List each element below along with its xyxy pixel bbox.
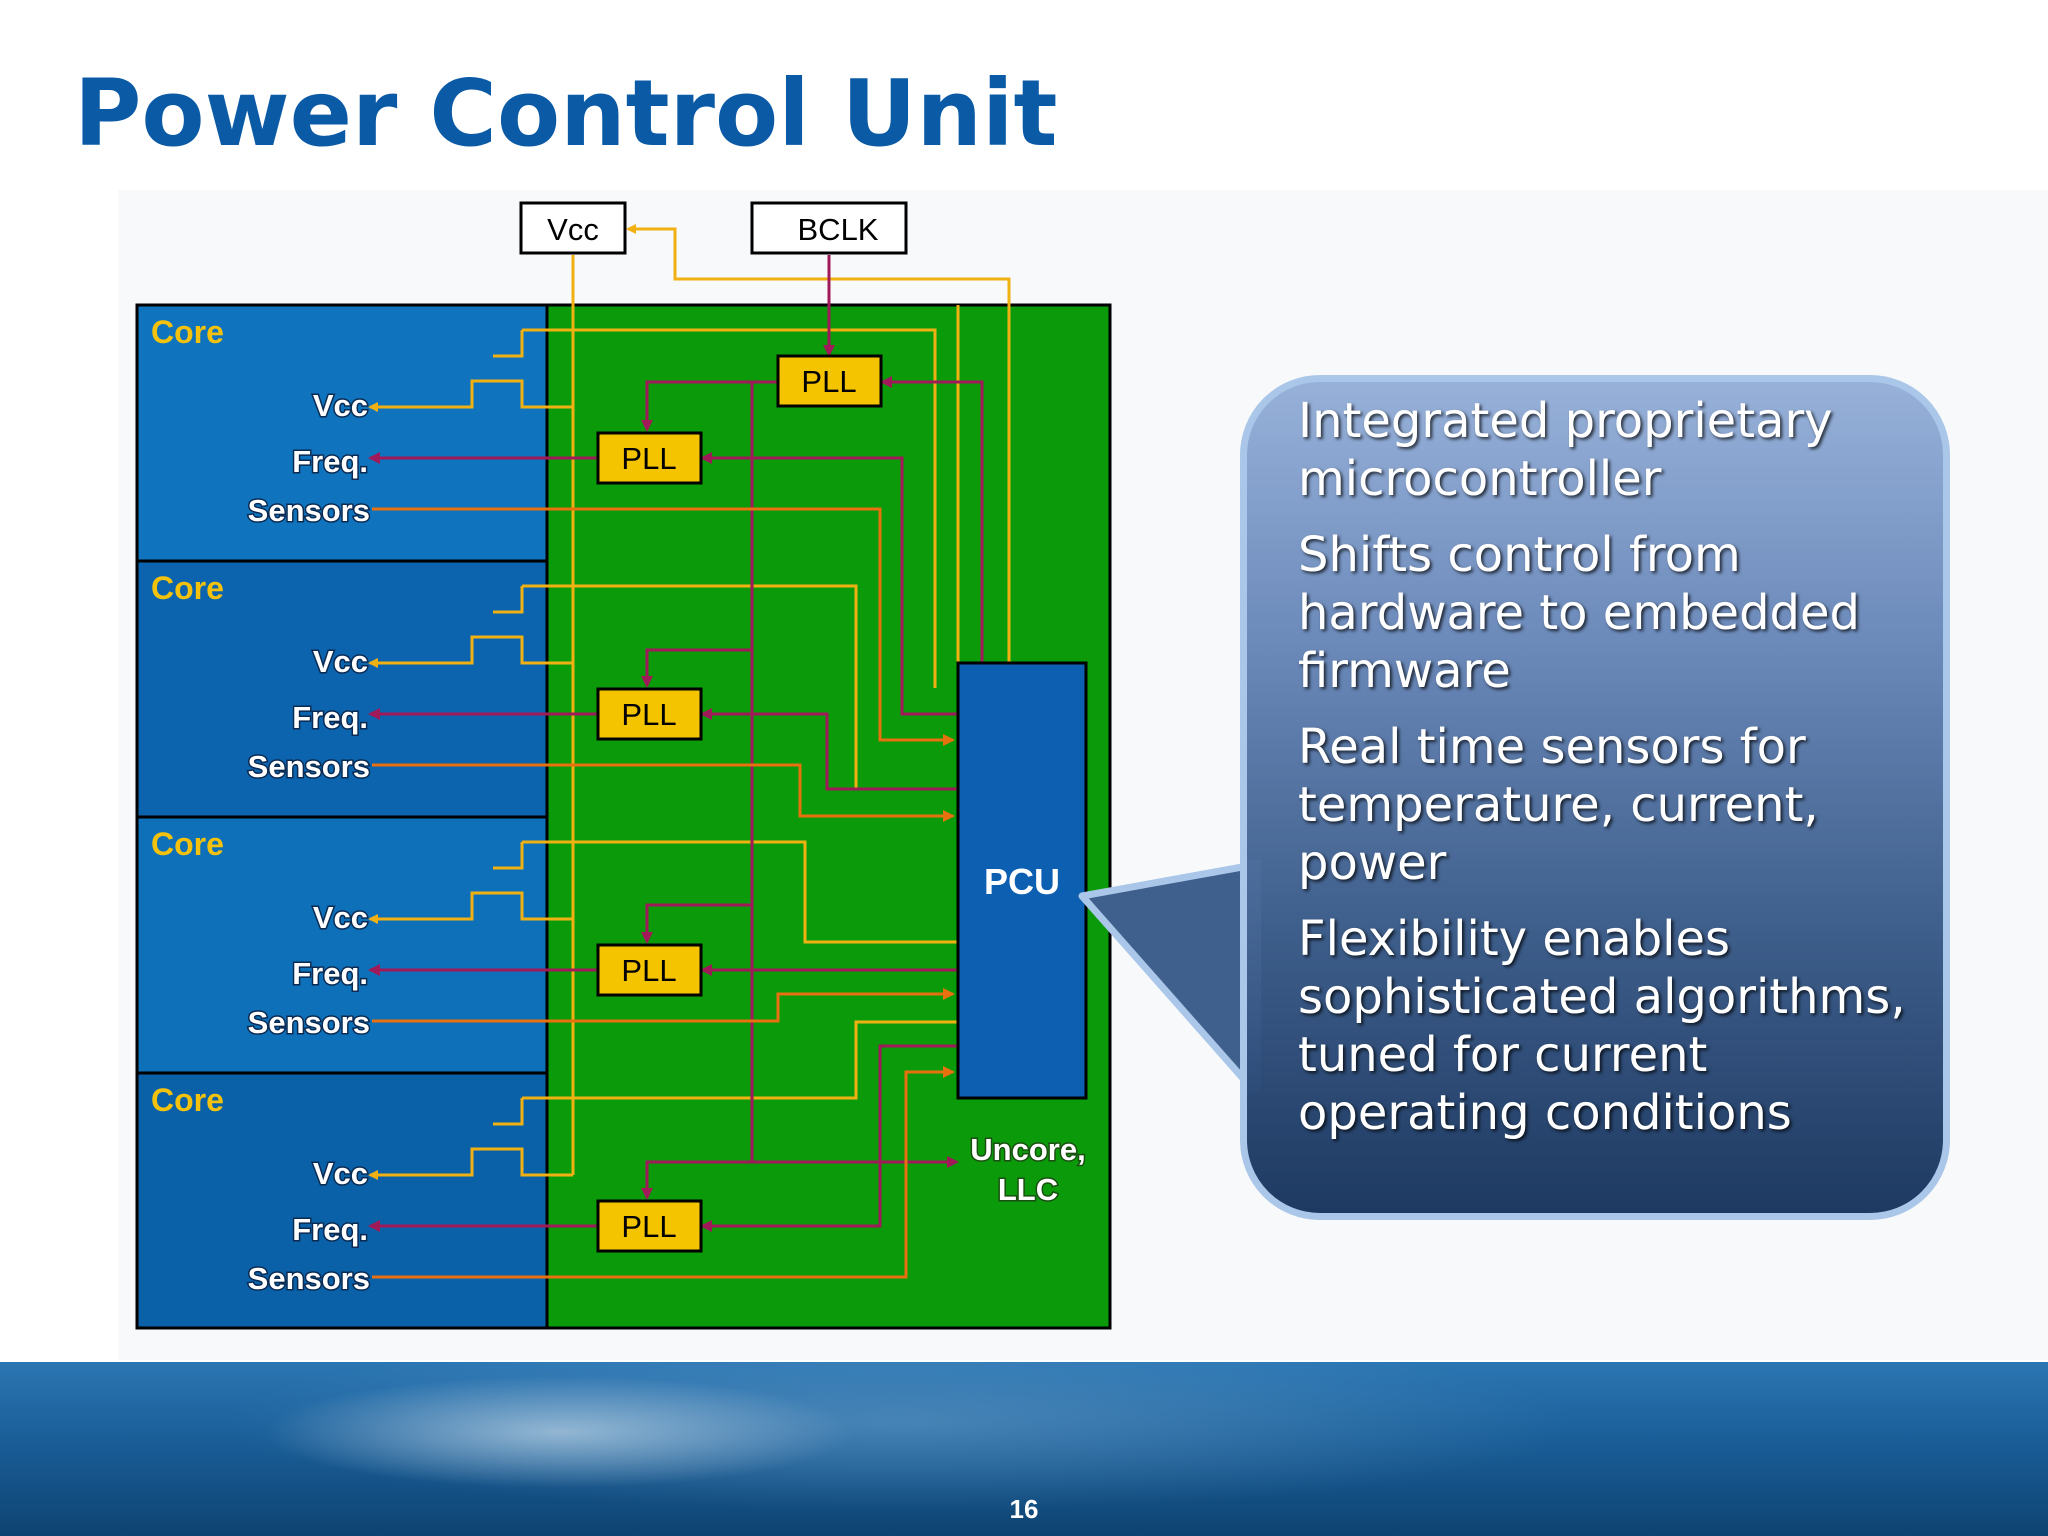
svg-text:PLL: PLL xyxy=(621,1209,676,1244)
core-block-3 xyxy=(135,815,549,1075)
bullet-item: Real time sensors for temperature, curre… xyxy=(1298,719,1819,891)
svg-text:Sensors: Sensors xyxy=(248,1005,370,1040)
svg-text:Core: Core xyxy=(151,1082,224,1118)
svg-text:Sensors: Sensors xyxy=(248,1261,370,1296)
pll-top: PLL xyxy=(776,354,883,408)
svg-text:Core: Core xyxy=(151,314,224,350)
core-block-1 xyxy=(135,303,549,563)
pll-core-1: PLL xyxy=(596,431,703,485)
svg-text:Core: Core xyxy=(151,570,224,606)
svg-text:Freq.: Freq. xyxy=(292,956,368,991)
svg-text:PLL: PLL xyxy=(801,364,856,399)
vcc-source-box: Vcc xyxy=(519,201,627,255)
svg-text:PLL: PLL xyxy=(621,953,676,988)
svg-text:Freq.: Freq. xyxy=(292,700,368,735)
svg-text:Freq.: Freq. xyxy=(292,1212,368,1247)
core-block-2 xyxy=(135,559,549,819)
footer-band xyxy=(0,1362,2048,1536)
svg-text:Vcc: Vcc xyxy=(547,212,599,247)
uncore-label: Uncore, xyxy=(970,1132,1085,1167)
pll-core-2: PLL xyxy=(596,687,703,741)
svg-text:PLL: PLL xyxy=(621,697,676,732)
callout-seam xyxy=(1247,860,1261,1092)
core-1-labels: Core Vcc Freq. Sensors xyxy=(151,314,372,530)
core-3-labels: Core Vcc Freq. Sensors xyxy=(151,826,372,1042)
svg-text:Core: Core xyxy=(151,826,224,862)
core-4-labels: Core Vcc Freq. Sensors xyxy=(151,1082,372,1298)
callout-bubble xyxy=(1240,375,1950,1220)
svg-text:Sensors: Sensors xyxy=(248,493,370,528)
core-block-4 xyxy=(135,1071,549,1330)
bullet-item: Integrated proprietary microcontroller xyxy=(1298,393,1833,507)
pll-core-3: PLL xyxy=(596,943,703,997)
svg-text:Freq.: Freq. xyxy=(292,444,368,479)
llc-label: LLC xyxy=(998,1172,1058,1207)
slide-title: Power Control Unit xyxy=(74,60,1058,167)
bullet-item: Shifts control from hardware to embedded… xyxy=(1298,527,1861,699)
svg-text:PCU: PCU xyxy=(984,861,1060,902)
svg-text:Vcc: Vcc xyxy=(313,644,368,679)
sensor-wiring xyxy=(372,507,955,1279)
svg-text:Vcc: Vcc xyxy=(313,388,368,423)
svg-text:Vcc: Vcc xyxy=(313,900,368,935)
svg-text:BCLK: BCLK xyxy=(798,212,879,247)
pcu-block: PCU xyxy=(956,661,1088,1100)
bullet-item: Flexibility enables sophisticated algori… xyxy=(1298,911,1906,1141)
svg-text:PLL: PLL xyxy=(621,441,676,476)
page-number: 16 xyxy=(1009,1494,1039,1524)
core-2-labels: Core Vcc Freq. Sensors xyxy=(151,570,372,786)
pll-core-4: PLL xyxy=(596,1199,703,1253)
bclk-source-box: BCLK xyxy=(750,201,908,255)
callout-bullet-list: Integrated proprietary microcontroller S… xyxy=(1298,392,1938,1160)
svg-text:Vcc: Vcc xyxy=(313,1156,368,1191)
svg-text:Sensors: Sensors xyxy=(248,749,370,784)
